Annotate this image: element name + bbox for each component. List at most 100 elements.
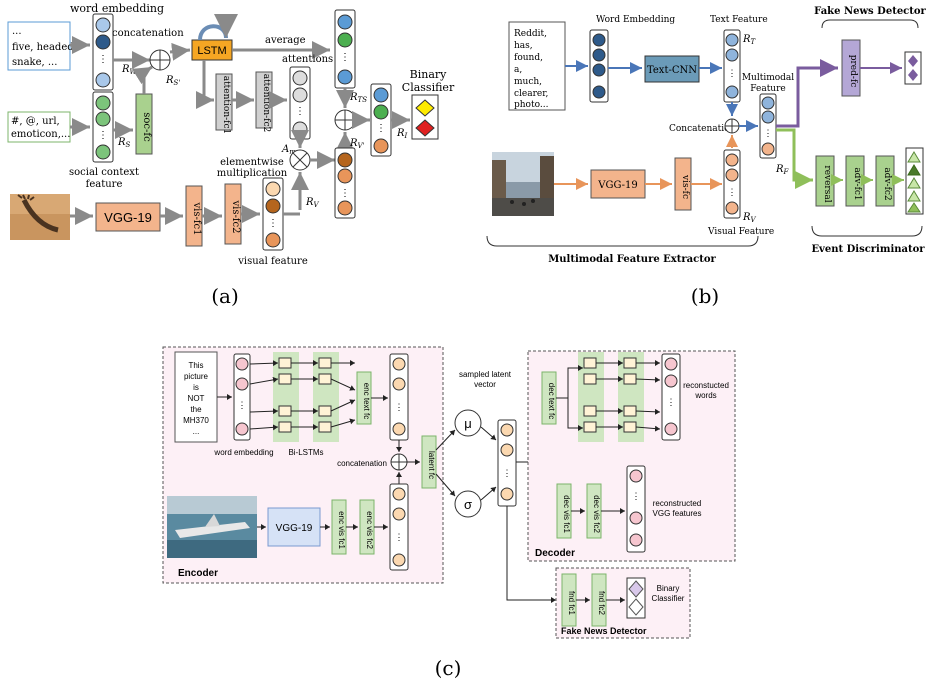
c-recon-word-cell [664,374,678,388]
a-caption: (a) [211,284,239,308]
a-elementwise-label-1: elementwise [220,157,284,168]
a-snake-image [10,194,70,240]
a-real-diamond-icon [415,99,435,117]
c-fnd-diamond-icon [628,598,644,616]
c-text-line-2: picture [184,372,209,381]
b-event-triangle-icon [907,177,921,189]
b-word-7: photo... [514,100,549,110]
a-social-column [92,91,114,163]
a-visual-cell [265,232,281,248]
c-enc-vis-fc2-label: enc vis fc2 [365,511,374,549]
c-text-line-7: ... [193,427,200,436]
a-word-emb-cell [95,34,111,50]
b-tf-dots: ⋮ [728,69,737,79]
c-latent-fc-box [421,435,437,489]
panel-c: Encoder This picture is NOT the MH370 ..… [162,346,736,680]
c-dec-text-fc-label: dec text fc [547,383,556,419]
a-social-context-label-2: feature [86,179,123,190]
c-text-box [174,351,218,443]
b-multimodal-label-1: Multimodal [742,73,794,83]
a-vprime-cell [337,152,353,168]
a-binary-classifier-label-2: Classifier [402,81,455,94]
a-rts-label: RTS [349,92,367,104]
c-recon-word-dots: ⋮ [667,398,676,408]
c-recon-word-cell [664,357,678,371]
b-event-bracket [811,225,923,237]
b-mm-dots: ⋮ [764,129,773,139]
b-adv-fc2-label: adv-fc2 [882,167,892,200]
c-recon-vgg-dots: ⋮ [632,492,641,502]
b-text-feature-label: Text Feature [710,15,768,25]
c-recon-words-label-2: words [694,391,716,400]
b-extractor-bracket [486,235,759,247]
a-arrow-concat-to-lstm [169,42,191,61]
c-vf-cell [392,487,406,501]
b-visual-feature-column [723,149,741,219]
a-social-context-label-1: social context [69,167,139,178]
c-binary-classifier-label-1: Binary [657,584,680,593]
c-latent-cell [500,487,514,501]
a-lstm-loop-arrow [198,13,238,41]
b-word-emb-cell [592,63,606,77]
c-bi-lstms-label: Bi-LSTMs [288,448,323,457]
a-soc-fc-label: soc-fc [141,112,152,142]
panel-a: word embedding ... five, headed, snake, … [7,2,455,308]
c-sampled-label-1: sampled latent [459,370,512,379]
c-fnd-diamond-icon [628,580,644,598]
c-sampled-label-2: vector [474,380,496,389]
c-dec-vis-fc2-label: dec vis fc2 [592,495,601,533]
c-caption: (c) [435,656,462,680]
b-word-4: a, [514,65,522,75]
b-word-2: has, [514,41,533,51]
b-event-triangle-icon [907,190,921,202]
a-multiply-x2 [292,152,308,168]
a-attn-cell [292,87,308,103]
b-event-triangle-icon [907,164,921,176]
c-word-embedding-label: word embedding [213,448,273,457]
c-sigma-node [454,490,482,518]
b-multimodal-label-2: Feature [750,84,786,94]
c-vgg-box [267,507,321,547]
c-bilstm-arrows [249,360,356,431]
c-sigma-label: σ [464,497,472,512]
a-visual-dots: ⋮ [268,218,278,229]
a-rts-dots: ⋮ [340,52,350,63]
b-mm-cell [761,96,775,110]
a-visual-cell [265,198,281,214]
c-recon-vgg-cell [629,469,643,483]
c-recon-words-column [661,353,681,441]
a-rts-cell [337,32,353,48]
a-social-cell [95,95,111,111]
c-fnd-panel [555,567,691,639]
c-word-emb-column [233,353,251,441]
c-arrow-latent-to-sigma [435,473,456,497]
a-social-dots: ⋮ [98,130,108,141]
b-word-embedding-label: Word Embedding [596,15,675,25]
c-vf-cell [392,507,406,521]
c-text-line-6: MH370 [183,416,209,425]
c-recon-word-cell [664,422,678,436]
c-arrow-mu-to-latent [480,426,497,441]
c-word-emb-cell [235,422,249,436]
b-word-emb-cell [592,85,606,99]
a-ri-cell [373,87,389,103]
b-word-3: found, [514,53,543,63]
b-mm-cell [761,110,775,124]
a-arrow-socfc-to-concat [131,65,153,85]
b-street-image [492,152,554,216]
a-vis-fc2-label: vis-fc2 [230,199,241,233]
b-concatenation-label: Concatenation [669,124,736,134]
a-attn-cell [292,70,308,86]
b-vis-fc-label: vis-fc [680,174,690,199]
c-decoder-label: Decoder [535,548,575,559]
b-vf-cell [725,153,739,167]
a-word-input-box [7,21,71,71]
a-rts-cell [337,14,353,30]
c-vgg-label: VGG-19 [276,523,313,534]
a-word-input-line-1: ... [12,26,22,37]
c-enc-vis-fc1-label: enc vis fc1 [337,511,346,549]
c-latent-cell [500,423,514,437]
a-ri-dots: ⋮ [376,123,386,134]
b-event-triangle-icon [907,202,921,213]
b-arrow-to-reversal [776,128,813,189]
